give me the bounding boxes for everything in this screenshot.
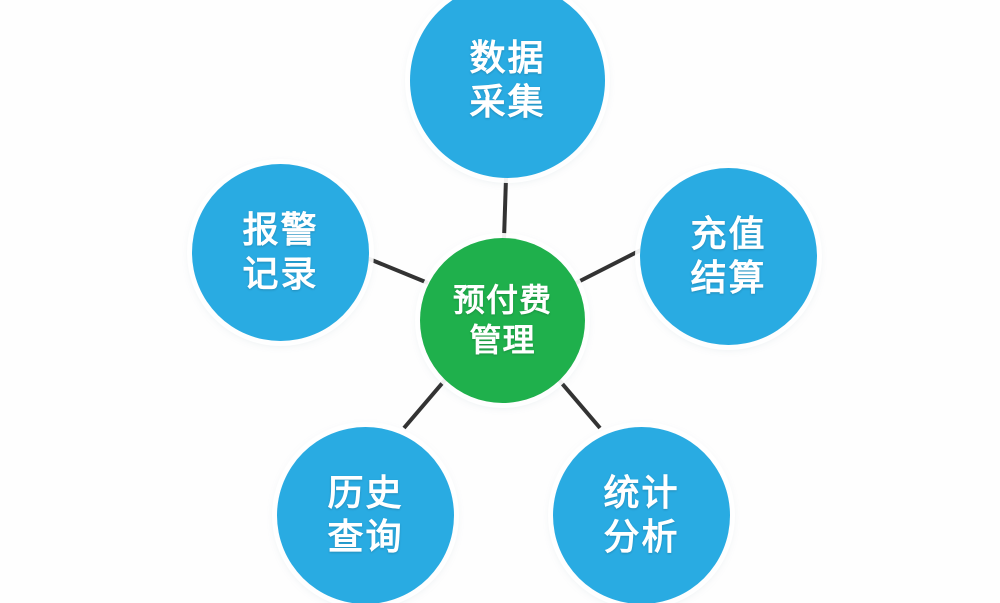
connector-hub-to-data-collection bbox=[502, 177, 508, 240]
node-alarm-records[interactable]: 报警 记录 bbox=[192, 164, 369, 341]
node-statistical-analysis-label-line1: 统计 bbox=[603, 472, 680, 514]
connector-hub-to-history bbox=[402, 378, 447, 430]
node-data-collection[interactable]: 数据 采集 bbox=[410, 0, 605, 178]
node-prepaid-management[interactable]: 预付费 管理 bbox=[420, 238, 585, 403]
node-statistical-analysis[interactable]: 统计 分析 bbox=[553, 427, 730, 603]
node-recharge-settlement-label-line1: 充值 bbox=[690, 213, 767, 255]
node-history-query-label-line2: 查询 bbox=[327, 516, 404, 558]
node-history-query-label-line1: 历史 bbox=[327, 472, 404, 514]
node-recharge-settlement[interactable]: 充值 结算 bbox=[640, 168, 817, 345]
connector-hub-to-recharge bbox=[575, 248, 642, 285]
connector-hub-to-statistics bbox=[557, 378, 602, 430]
node-alarm-records-label-line1: 报警 bbox=[242, 209, 319, 251]
node-history-query[interactable]: 历史 查询 bbox=[277, 427, 454, 603]
connector-hub-to-alarm bbox=[361, 254, 429, 285]
node-prepaid-management-label-line2: 管理 bbox=[469, 320, 536, 359]
node-data-collection-label-line2: 采集 bbox=[469, 81, 546, 123]
node-prepaid-management-label-line1: 预付费 bbox=[452, 281, 552, 320]
node-recharge-settlement-label-line2: 结算 bbox=[690, 257, 767, 299]
node-data-collection-label-line1: 数据 bbox=[469, 37, 546, 79]
node-statistical-analysis-label-line2: 分析 bbox=[603, 516, 680, 558]
node-alarm-records-label-line2: 记录 bbox=[242, 253, 319, 295]
